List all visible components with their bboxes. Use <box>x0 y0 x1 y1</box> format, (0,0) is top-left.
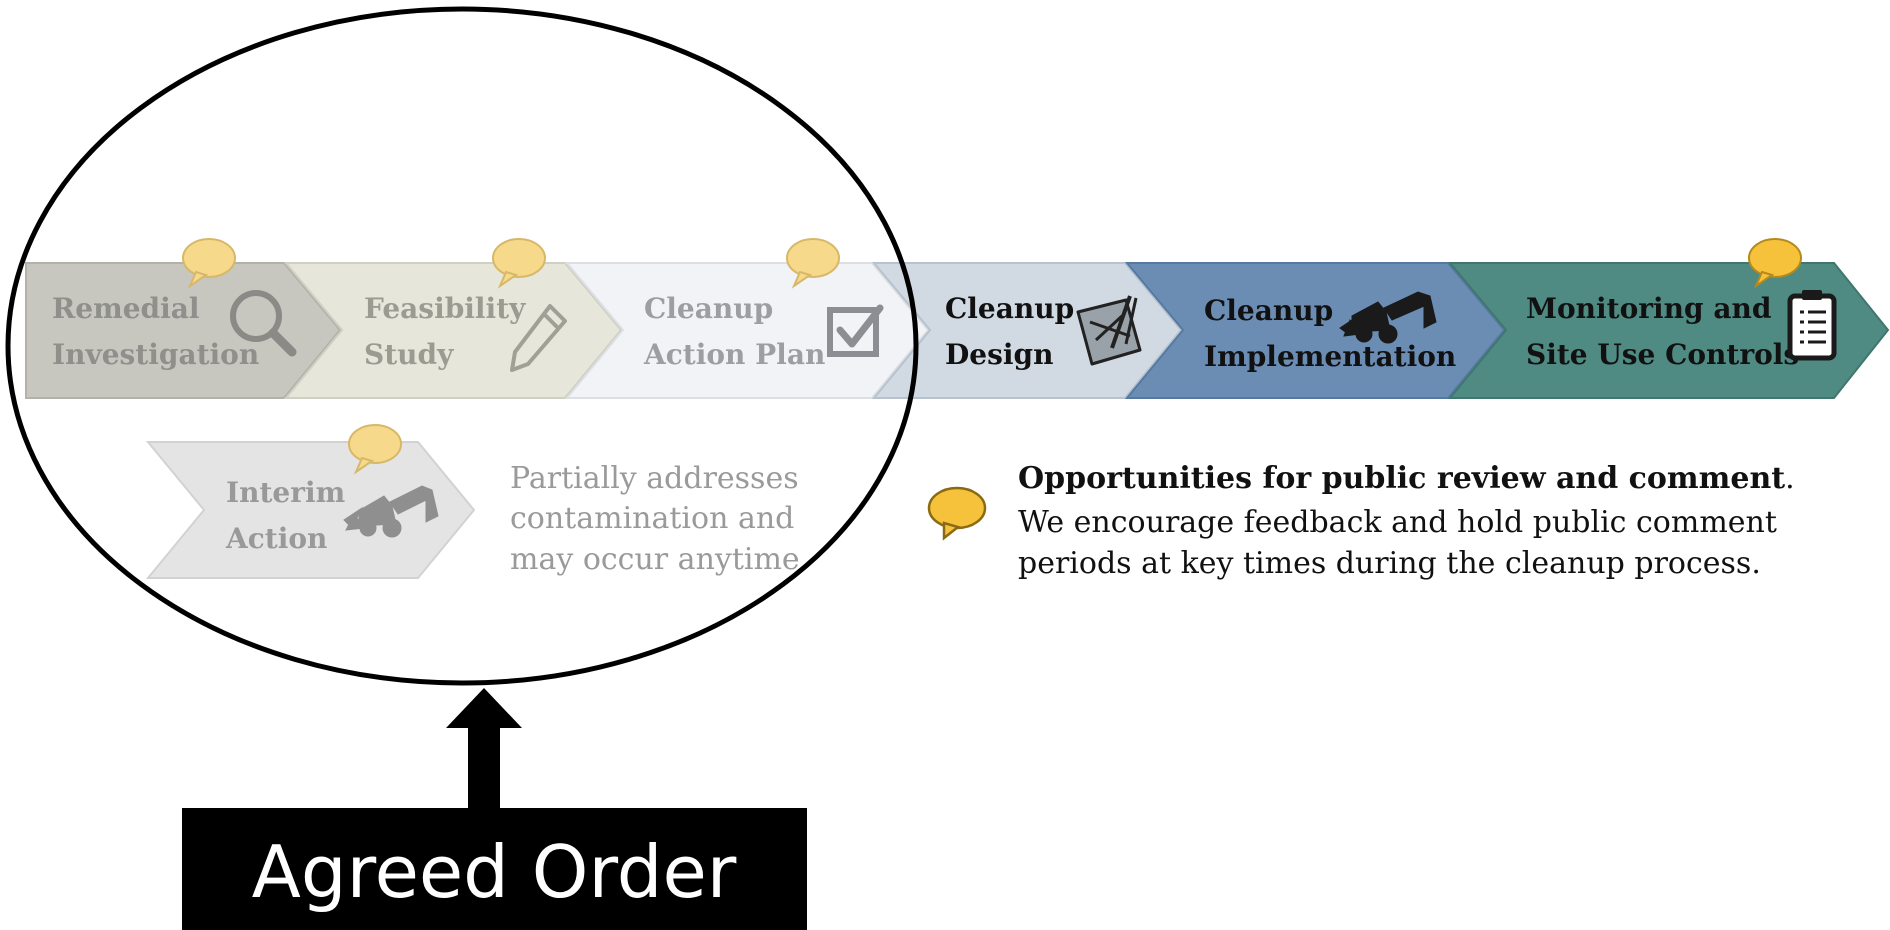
step-label-line-2: Action Plan <box>643 338 825 371</box>
comment-bubble-icon <box>786 238 840 289</box>
step-label-line-1: Feasibility <box>364 292 526 325</box>
step-cleanup-action-plan: Cleanup Action Plan <box>564 262 930 399</box>
chevron-shape <box>283 262 623 399</box>
interim-note: Partially addresses contamination and ma… <box>510 461 809 577</box>
comment-bubble-icon <box>182 238 236 289</box>
comment-bubble-icon <box>927 486 987 541</box>
step-label-line-2: Action <box>225 522 327 555</box>
legend-text-line-1: Opportunities for public review and comm… <box>1018 461 1795 496</box>
highlight-ellipse <box>5 6 919 686</box>
step-label-line-1: Cleanup <box>1204 294 1333 327</box>
legend-bold-text: Opportunities for public review and comm… <box>1018 461 1785 496</box>
step-interim-action: Interim Action <box>145 441 476 579</box>
legend-text-line-2: We encourage feedback and hold public co… <box>1018 505 1777 540</box>
legend-bold-suffix: . <box>1785 461 1795 496</box>
backhoe-icon <box>343 485 439 538</box>
step-label-line-1: Interim <box>226 476 345 509</box>
up-arrow-icon <box>446 688 522 808</box>
step-label-line-1: Monitoring and <box>1526 292 1771 325</box>
agreed-order-callout: Agreed Order <box>182 808 807 930</box>
note-line-3: may occur anytime. <box>510 542 809 577</box>
step-label-line-2: Investigation <box>52 338 259 371</box>
callout-box <box>182 808 807 930</box>
chevron-shape <box>871 262 1183 399</box>
chevron-shape <box>1447 262 1890 399</box>
clipboard-icon <box>1787 290 1837 361</box>
step-label-line-1: Cleanup <box>644 292 773 325</box>
note-line-1: Partially addresses <box>510 461 799 496</box>
step-monitoring-site-use: Monitoring and Site Use Controls <box>1447 262 1890 399</box>
chevron-shape <box>564 262 930 399</box>
chevron-shape <box>1124 262 1506 399</box>
step-cleanup-implementation: Cleanup Implementation <box>1124 262 1506 399</box>
step-label-line-2: Study <box>364 338 454 371</box>
checkbox-icon <box>827 304 884 357</box>
comment-bubble-icon <box>492 238 546 289</box>
step-label-line-2: Design <box>945 338 1053 371</box>
legend-text-line-3: periods at key times during the cleanup … <box>1018 546 1761 581</box>
step-label-line-1: Cleanup <box>945 292 1074 325</box>
note-line-2: contamination and <box>510 501 794 536</box>
step-feasibility-study: Feasibility Study <box>283 262 623 399</box>
comment-bubble-icon <box>1748 238 1802 289</box>
comment-bubble-icon <box>348 424 402 475</box>
step-label-line-1: Remedial <box>52 292 200 325</box>
pencil-icon <box>510 304 567 372</box>
legend: Opportunities for public review and comm… <box>927 461 1795 581</box>
step-remedial-investigation: Remedial Investigation <box>25 262 342 399</box>
magnifier-icon <box>230 290 297 357</box>
step-label-line-2: Site Use Controls <box>1526 338 1799 371</box>
chevron-shape <box>25 262 342 399</box>
backhoe-icon <box>1339 291 1437 344</box>
callout-label: Agreed Order <box>252 830 737 914</box>
chevron-shape <box>145 441 476 579</box>
step-cleanup-design: Cleanup Design <box>871 262 1183 399</box>
blueprint-icon <box>1076 295 1142 366</box>
step-label-line-2: Implementation <box>1204 340 1456 373</box>
